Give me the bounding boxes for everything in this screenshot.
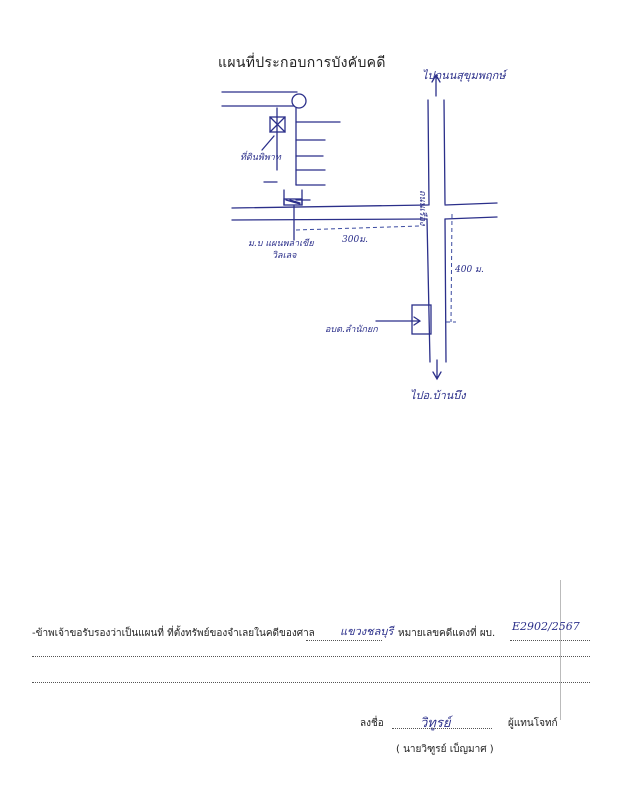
signature: วิทูรย์ (420, 716, 451, 731)
main-vertical-road-north (427, 99, 446, 206)
target-pointer (261, 135, 275, 151)
landmark-box (411, 304, 432, 335)
court-name: แขวงชลบุรี (340, 625, 394, 638)
north-direction-label: ไปถนนสุขุมพฤกษ์ (422, 69, 506, 82)
south-direction-label: ไปอ.บ้านบึง (410, 389, 466, 402)
village-label-line1: ม.บ แผนพลาเขีย (248, 239, 314, 249)
case-no-dots (510, 640, 590, 641)
court-name-dots (306, 640, 382, 641)
top-side-road (221, 91, 298, 107)
sign-label: ลงชื่อ (360, 718, 384, 729)
location-map (221, 73, 498, 381)
certification-statement: -ข้าพเจ้าขอรับรองว่าเป็นแผนที่ ที่ตั้งทร… (32, 626, 315, 641)
distance-line-horizontal (295, 225, 421, 231)
blank-line-1 (32, 656, 590, 657)
signature-dots (392, 728, 492, 729)
target-plot-cross (269, 116, 286, 133)
signer-role: ผู้แทนโจทก์ (508, 718, 558, 729)
case-no-value: E2902/2567 (512, 620, 580, 633)
gate-box (283, 198, 303, 206)
margin-line (560, 580, 561, 720)
signer-name: ( นายวิฑูรย์ เบ็ญมาศ ) (396, 744, 494, 755)
main-road-label: ถนนเรือง (417, 190, 427, 226)
landmark-arrow-icon (375, 316, 422, 326)
main-horizontal-road (231, 204, 429, 221)
blank-line-2 (32, 682, 590, 683)
distance-vertical-label: 400 ม. (455, 265, 484, 275)
distance-horizontal-label: 300ม. (342, 235, 368, 245)
village-label-line2: วิลเลจ (272, 251, 297, 261)
north-arrow-icon (431, 73, 441, 97)
target-plot-box (269, 116, 286, 133)
village-road (276, 107, 297, 186)
turn-circle (291, 93, 307, 109)
village-lanes (263, 121, 341, 201)
south-arrow-icon (432, 359, 442, 381)
page-title: แผนที่ประกอบการบังคับคดี (218, 55, 386, 71)
target-label: ที่ดินพิพาท (240, 153, 281, 163)
main-vertical-road-south (426, 218, 447, 363)
statement-prefix: -ข้าพเจ้าขอรับรองว่าเป็นแผนที่ ที่ตั้งทร… (32, 628, 315, 639)
case-no-label: หมายเลขคดีแดงที่ ผบ. (398, 628, 496, 639)
landmark-label: อบต.ลำนักยก (325, 325, 378, 335)
main-horizontal-road-east (444, 202, 498, 220)
distance-line-vertical (450, 213, 453, 323)
